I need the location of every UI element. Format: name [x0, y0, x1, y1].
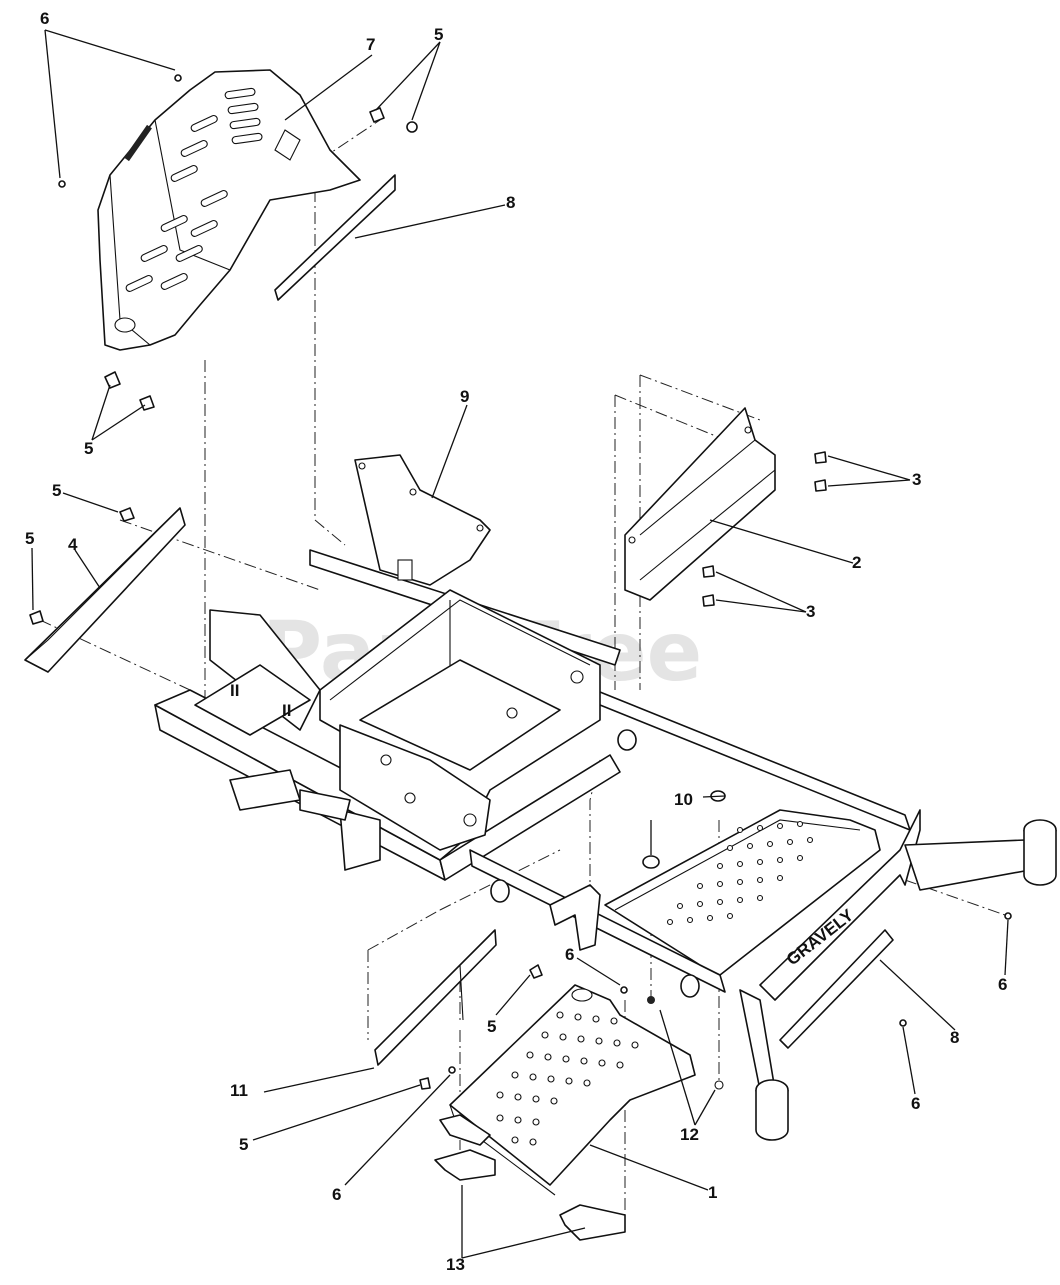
clips-part-13: [434, 1114, 626, 1241]
angle-part-10: [374, 929, 497, 1066]
callout-6: 6: [40, 9, 49, 28]
callout-12: 12: [680, 1125, 699, 1144]
svg-text:II: II: [230, 681, 239, 700]
callout-6: 6: [911, 1094, 920, 1113]
callout-8: 8: [950, 1028, 959, 1047]
callout-6: 6: [998, 975, 1007, 994]
callout-5: 5: [434, 25, 443, 44]
frame-part-9: II II: [154, 454, 911, 998]
callout-labels: 6 7 5 8 5 9 5 5 4 3 2 3 10 6 5 6 8 6 12 …: [25, 9, 1007, 1274]
callout-2: 2: [852, 553, 861, 572]
callout-5: 5: [25, 529, 34, 548]
callout-5: 5: [84, 439, 93, 458]
callout-5: 5: [487, 1017, 496, 1036]
callout-3: 3: [806, 602, 815, 621]
callout-5: 5: [52, 481, 61, 500]
angle-part-4: [24, 507, 186, 673]
callout-6: 6: [565, 945, 574, 964]
floor-pan-holes: [666, 820, 814, 926]
hardware: [29, 74, 1012, 1090]
pan-holes: [496, 1011, 639, 1146]
callout-9: 9: [460, 387, 469, 406]
callout-3: 3: [912, 470, 921, 489]
callout-10: 11: [230, 1081, 248, 1100]
callout-13: 13: [446, 1255, 465, 1274]
callout-11: 10: [674, 790, 693, 809]
leader-lines: [31, 29, 1009, 1259]
channel-bracket-part-2: [624, 407, 776, 601]
callout-7: 7: [366, 35, 375, 54]
callout-6: 6: [332, 1185, 341, 1204]
console-shield-part-7: [97, 69, 361, 351]
callout-8: 8: [506, 193, 515, 212]
svg-text:II: II: [282, 701, 291, 720]
bracket-part-8-top: [274, 174, 396, 301]
shield-slots: [125, 87, 263, 292]
callout-5: 5: [239, 1135, 248, 1154]
floor-pan-part-1: [449, 984, 696, 1196]
callout-4: 4: [68, 535, 78, 554]
floor-pan: GRAVELY: [604, 809, 1057, 1141]
callout-1: 1: [708, 1183, 717, 1202]
